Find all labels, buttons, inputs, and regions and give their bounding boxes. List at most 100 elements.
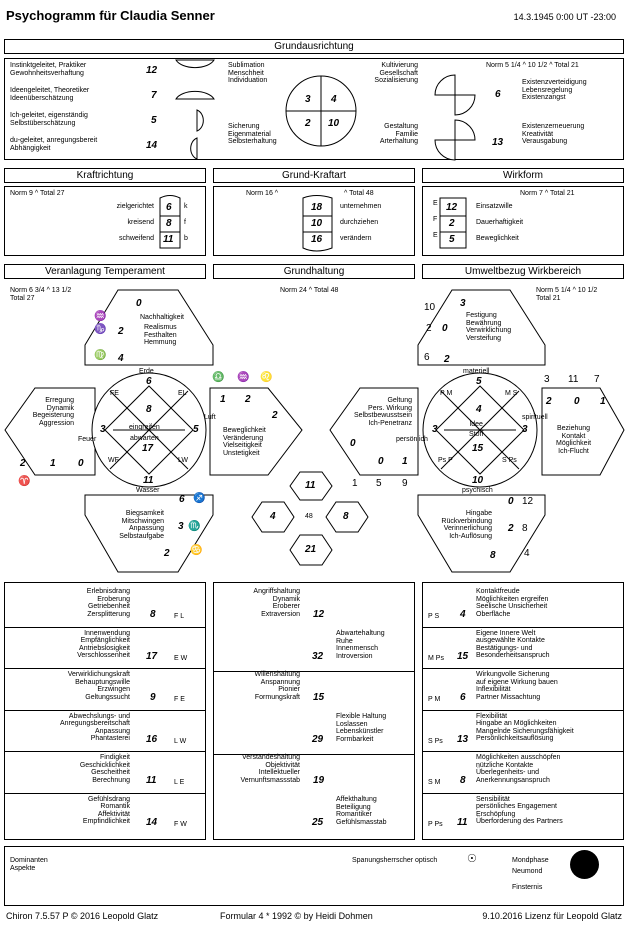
umw-top-num: 3	[460, 298, 466, 309]
sagittarius-icon: ♐	[193, 493, 206, 504]
text-line: Findigkeit	[100, 754, 130, 761]
text-line: Lebenskünstler	[336, 728, 384, 736]
text-line: Pers. Wirkung	[368, 404, 412, 412]
kraft-value: 6	[166, 202, 172, 213]
grundhaltung-top: 11	[305, 480, 316, 491]
list-left-value: 14	[146, 816, 158, 828]
text-line: Kultivierung	[381, 62, 418, 69]
spannung-label: Spanungsherrscher optisch	[352, 857, 438, 864]
wasser-value: 11	[143, 475, 154, 486]
grundausrichtung-title: Grundausrichtung	[274, 41, 354, 52]
text-line: Hingabe	[465, 510, 492, 517]
temperament-total: Total 27	[10, 295, 35, 302]
umw-right-num: 7	[594, 374, 600, 385]
text-line: Ich-geleitet, eigenständig	[10, 112, 88, 119]
grund-left-value: 7	[151, 90, 157, 101]
list-right-tag: S M	[428, 779, 441, 786]
text-line: Angriffshaltung	[253, 588, 300, 595]
text-line: Berechnung	[92, 776, 130, 784]
text-line: Sublimation	[228, 62, 265, 69]
text-line: Selbstaufgabe	[119, 532, 164, 540]
umw-left-num: 1	[352, 478, 358, 489]
text-line: Sensibilität	[476, 795, 510, 803]
text-line: Erregung	[45, 397, 74, 404]
wirkform-title: Wirkform	[503, 170, 543, 181]
text-line: Erschöpfung	[476, 810, 516, 818]
text-line: Flexible Haltung	[336, 713, 387, 720]
temp-left-num: 2	[20, 458, 26, 469]
text-line: Ich-Penetranz	[368, 419, 412, 427]
text-line: Verwirklichungskraft	[67, 671, 130, 678]
text-line: Anregungsbereitschaft	[59, 720, 130, 728]
wirkform-value: 5	[449, 234, 455, 245]
fe-label: FE	[110, 390, 119, 397]
text-line: Kontakt	[561, 432, 586, 440]
libra-icon: ♎	[212, 372, 225, 383]
text-line: Beziehung	[556, 425, 591, 432]
text-line: persönliches Engagement	[476, 803, 557, 811]
list-left-value: 16	[146, 733, 158, 745]
list-divider	[4, 709, 206, 711]
temp-center-bottom: 17	[142, 443, 154, 454]
text-line: Ruhe	[336, 637, 353, 645]
temp-right-num: 1	[220, 394, 226, 405]
text-line: Verschlossenheit	[77, 652, 130, 660]
text-line: Innenwendung	[84, 629, 130, 637]
wirkform-panel	[422, 186, 624, 256]
text-line: auf eigene Wirkung bauen	[476, 678, 558, 686]
text-line: Gescheitheit	[91, 769, 130, 777]
aquarius-icon: ♒	[94, 311, 107, 322]
kraft-tag: k	[184, 203, 188, 210]
text-line: Überforderung des Partners	[476, 818, 563, 826]
kraft-label: kreisend	[127, 219, 154, 226]
wasser-label: Wasser	[136, 487, 160, 494]
text-line: Ich-Auflösung	[449, 532, 492, 540]
umw-left-num: 5	[376, 478, 382, 489]
text-line: Anspannung	[260, 678, 300, 686]
sps-label: S Ps	[502, 457, 517, 464]
umw-bottom-num: 8	[490, 550, 496, 561]
text-line: Möglichkeiten ergreifen	[476, 595, 549, 603]
text-line: Lebensregelung	[522, 86, 573, 94]
umw-right-num: 0	[574, 396, 580, 407]
text-line: Stoff	[469, 431, 484, 438]
temperament-header: Veranlagung Temperament	[4, 264, 206, 279]
text-line: Partner Missachtung	[476, 693, 541, 701]
aspekte-label: Aspekte	[10, 865, 36, 872]
text-line: Seelische Unsicherheit	[476, 603, 548, 611]
ms-label: M S	[505, 390, 518, 397]
text-line: Dynamik	[272, 595, 300, 603]
list-divider	[422, 751, 624, 752]
kraft-panel	[4, 186, 206, 256]
footer-mid: Formular 4 * 1992 © by Heidi Dohmen	[220, 911, 373, 921]
text-line: Rückverbindung	[441, 517, 492, 525]
aries-icon: ♈	[18, 476, 31, 487]
text-line: Anerkennungsanspruch	[476, 776, 550, 784]
grundkraft-header: Grund-Kraftart	[213, 168, 415, 183]
umw-center-bottom: 15	[472, 443, 484, 454]
list-left-tag: F L	[174, 613, 185, 620]
text-line: Kontaktfreude	[476, 588, 520, 595]
spirituell-value: 3	[522, 424, 528, 435]
list-left-tag: F W	[174, 820, 187, 828]
list-divider	[213, 754, 415, 755]
text-line: Selbstbewusstsein	[354, 412, 412, 420]
umw-bottom-num: 2	[508, 523, 514, 534]
kraft-value: 8	[166, 218, 172, 229]
text-line: Extraversion	[261, 610, 300, 618]
wirkform-label: Dauerhaftigkeit	[476, 219, 524, 226]
grundkraft-total: ^ Total 48	[344, 190, 374, 197]
wirkform-header: Wirkform	[422, 168, 624, 183]
lw-label: LW	[178, 457, 188, 464]
list-left-value: 8	[150, 609, 156, 620]
umw-left-num: 0	[350, 438, 356, 449]
text-line: Empfänglichkeit	[80, 637, 130, 645]
text-line: Phantasterei	[90, 735, 130, 743]
